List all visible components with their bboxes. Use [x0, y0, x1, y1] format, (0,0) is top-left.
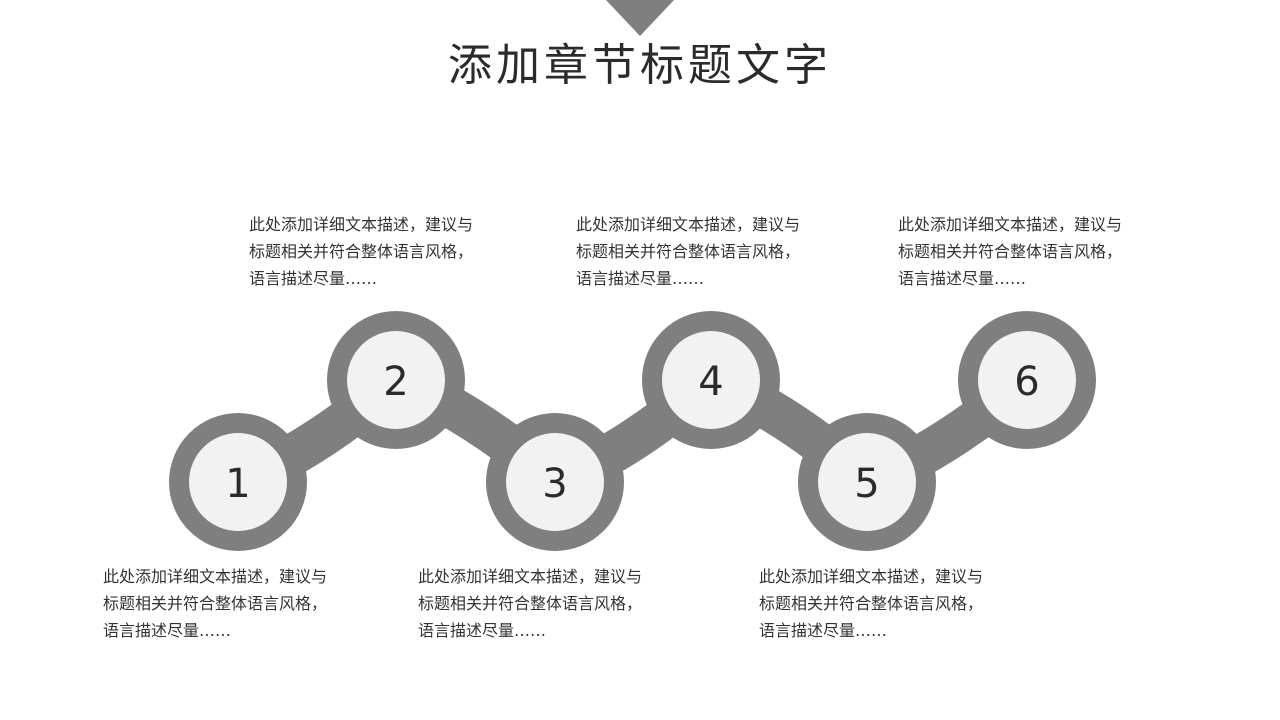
timeline-nodes: 1 2 3 4 5 6	[169, 311, 1096, 551]
description-line: 此处添加详细文本描述，建议与	[249, 215, 474, 234]
description-line: 此处添加详细文本描述，建议与	[576, 215, 801, 234]
step-number: 5	[854, 461, 879, 507]
description-line: 标题相关并符合整体语言风格，	[576, 242, 801, 261]
step-number: 4	[698, 359, 723, 405]
description-line: 语言描述尽量……	[898, 269, 1027, 288]
step-node-6: 6	[958, 311, 1096, 449]
page-title: 添加章节标题文字	[448, 40, 832, 91]
description-line: 标题相关并符合整体语言风格，	[759, 594, 984, 613]
description-line: 此处添加详细文本描述，建议与	[898, 215, 1123, 234]
description-line: 此处添加详细文本描述，建议与	[759, 567, 984, 586]
step-inner-circle	[506, 433, 604, 531]
description-line: 语言描述尽量……	[759, 621, 888, 640]
step-node-1: 1	[169, 413, 307, 551]
step-number: 3	[542, 461, 567, 507]
step-description-2: 此处添加详细文本描述，建议与标题相关并符合整体语言风格， 语言描述尽量……	[249, 211, 539, 292]
description-line: 标题相关并符合整体语言风格，	[898, 242, 1123, 261]
step-description-3: 此处添加详细文本描述，建议与标题相关并符合整体语言风格， 语言描述尽量……	[418, 563, 708, 644]
step-number: 1	[225, 461, 250, 507]
description-line: 语言描述尽量……	[249, 269, 378, 288]
step-description-6: 此处添加详细文本描述，建议与标题相关并符合整体语言风格， 语言描述尽量……	[898, 211, 1188, 292]
description-line: 标题相关并符合整体语言风格，	[418, 594, 643, 613]
description-line: 语言描述尽量……	[418, 621, 547, 640]
step-node-4: 4	[642, 311, 780, 449]
step-inner-circle	[347, 331, 445, 429]
step-number: 2	[383, 359, 408, 405]
step-inner-circle	[818, 433, 916, 531]
description-line: 标题相关并符合整体语言风格，	[103, 594, 328, 613]
step-node-3: 3	[486, 413, 624, 551]
description-line: 此处添加详细文本描述，建议与	[418, 567, 643, 586]
step-inner-circle	[662, 331, 760, 429]
description-line: 语言描述尽量……	[103, 621, 232, 640]
step-number: 6	[1014, 359, 1039, 405]
description-line: 语言描述尽量……	[576, 269, 705, 288]
top-triangle-marker	[606, 0, 674, 36]
description-line: 标题相关并符合整体语言风格，	[249, 242, 474, 261]
step-description-1: 此处添加详细文本描述，建议与标题相关并符合整体语言风格， 语言描述尽量……	[103, 563, 393, 644]
description-line: 此处添加详细文本描述，建议与	[103, 567, 328, 586]
step-description-4: 此处添加详细文本描述，建议与标题相关并符合整体语言风格， 语言描述尽量……	[576, 211, 866, 292]
step-description-5: 此处添加详细文本描述，建议与标题相关并符合整体语言风格， 语言描述尽量……	[759, 563, 1049, 644]
step-inner-circle	[978, 331, 1076, 429]
step-inner-circle	[189, 433, 287, 531]
step-node-5: 5	[798, 413, 936, 551]
step-node-2: 2	[327, 311, 465, 449]
